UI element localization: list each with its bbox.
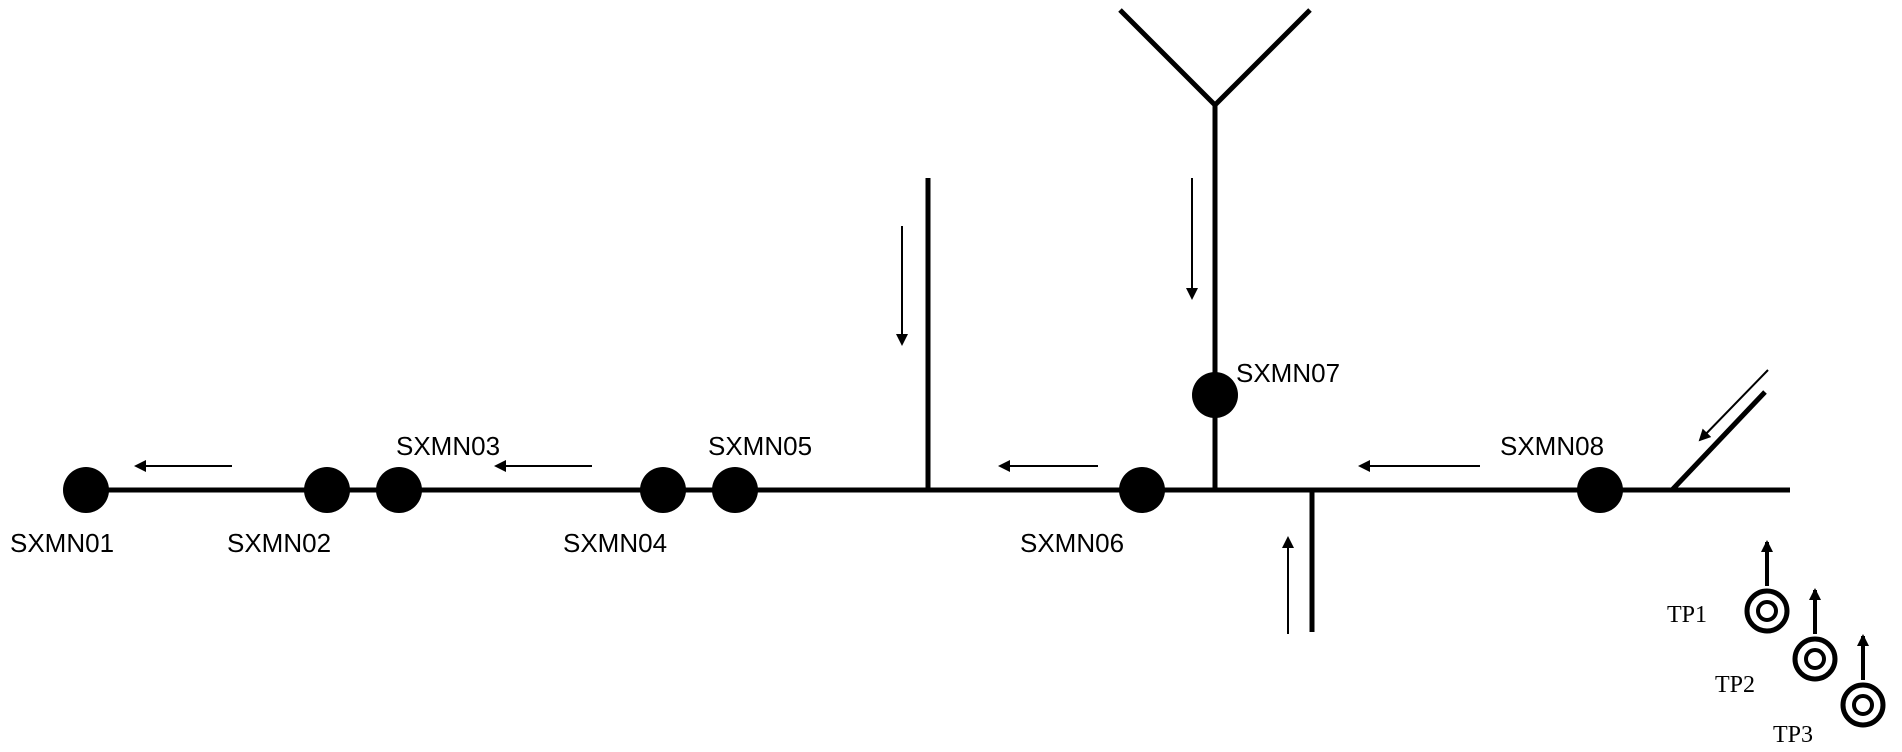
station-label-sxmn08: SXMN08 (1500, 431, 1604, 461)
station-label-sxmn06: SXMN06 (1020, 528, 1124, 558)
station-label-sxmn04: SXMN04 (563, 528, 667, 558)
test-point-tp3 (1840, 634, 1886, 728)
test-point-label-tp3: TP3 (1773, 722, 1813, 748)
test-point-tp1 (1744, 540, 1790, 634)
test-point-target-icon (1744, 588, 1790, 634)
test-point-target-icon (1792, 636, 1838, 682)
station-label-sxmn07: SXMN07 (1236, 358, 1340, 388)
test-point-label-tp1: TP1 (1667, 602, 1707, 628)
tributary-north-fork-right (1213, 8, 1312, 107)
station-label-sxmn02: SXMN02 (227, 528, 331, 558)
tributary-east (1670, 390, 1767, 492)
station-label-sxmn01: SXMN01 (10, 528, 114, 558)
station-marker-sxmn07 (1192, 372, 1238, 418)
flow-arrow-icon (1698, 369, 1769, 442)
test-point-target-icon (1852, 694, 1874, 716)
station-marker-sxmn02 (304, 467, 350, 513)
station-marker-sxmn08 (1577, 467, 1623, 513)
station-marker-sxmn04 (640, 467, 686, 513)
station-marker-sxmn01 (63, 467, 109, 513)
test-point-target-icon (1756, 600, 1778, 622)
test-point-target-icon (1840, 682, 1886, 728)
station-label-sxmn03: SXMN03 (396, 431, 500, 461)
test-point-label-tp2: TP2 (1715, 672, 1755, 698)
tributary-north-fork-left (1118, 8, 1217, 107)
station-marker-sxmn06 (1119, 467, 1165, 513)
test-point-target-icon (1804, 648, 1826, 670)
test-point-tp2 (1792, 588, 1838, 682)
station-marker-sxmn03 (376, 467, 422, 513)
station-marker-sxmn05 (712, 467, 758, 513)
station-label-sxmn05: SXMN05 (708, 431, 812, 461)
